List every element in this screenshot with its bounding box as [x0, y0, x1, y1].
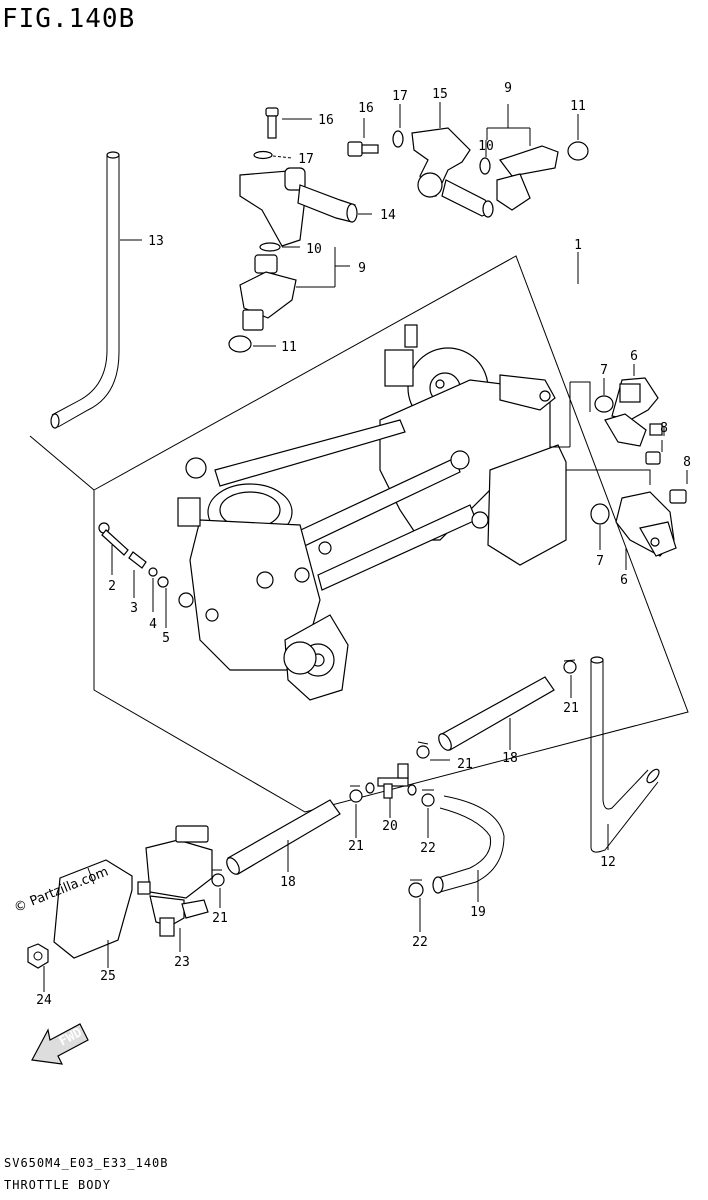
callout-15: 15 — [432, 87, 448, 102]
fuel-delivery-pipe-15[interactable] — [411, 127, 494, 218]
hose-13-leader-line — [29, 435, 95, 491]
callout-21-upper-right: 21 — [563, 701, 579, 716]
clamp-22-upper[interactable] — [421, 789, 435, 807]
callout-25: 25 — [100, 969, 116, 984]
callout-7-upper: 7 — [600, 363, 608, 378]
clamp-22-lower[interactable] — [408, 879, 424, 898]
callout-10-upper: 10 — [478, 139, 494, 154]
hose-13[interactable] — [50, 151, 120, 429]
callout-22-lower: 22 — [412, 935, 428, 950]
callout-14: 14 — [380, 208, 396, 223]
callout-1: 1 — [574, 238, 582, 253]
o-ring-10-left[interactable] — [259, 242, 281, 252]
o-ring-7-upper[interactable] — [594, 395, 614, 413]
fuel-injector-9-left[interactable] — [239, 254, 297, 331]
callout-3: 3 — [130, 601, 138, 616]
callout-22-upper: 22 — [420, 841, 436, 856]
figure-title: FIG.140B — [2, 4, 136, 34]
callout-11-upper: 11 — [570, 99, 586, 114]
callout-9-lower: 9 — [358, 261, 366, 276]
screw-8-lower[interactable] — [669, 489, 687, 504]
clamp-21-lower-center[interactable] — [349, 785, 363, 803]
hose-12[interactable] — [590, 656, 661, 853]
callout-16-right: 16 — [358, 101, 374, 116]
callout-16-left: 16 — [318, 113, 334, 128]
fwd-arrow — [31, 1023, 89, 1065]
callout-21-lower-left: 21 — [212, 911, 228, 926]
callout-8-lower: 8 — [683, 455, 691, 470]
callout-20: 20 — [382, 819, 398, 834]
screw-2[interactable] — [98, 522, 129, 556]
callout-2: 2 — [108, 579, 116, 594]
callout-17-right: 17 — [392, 89, 408, 104]
callout-10-lower: 10 — [306, 242, 322, 257]
fuel-delivery-pipe-14[interactable] — [239, 167, 358, 247]
spring-3[interactable] — [128, 551, 147, 569]
washer-4[interactable] — [148, 567, 158, 577]
clamp-21-upper-right[interactable] — [563, 659, 577, 674]
hose-18-lower[interactable] — [224, 799, 341, 876]
callout-13: 13 — [148, 234, 164, 249]
nut-24[interactable] — [27, 943, 49, 969]
callout-6-upper: 6 — [630, 349, 638, 364]
diagram-name: THROTTLE BODY — [4, 1178, 111, 1192]
clamp-21-middle[interactable] — [416, 741, 430, 759]
solenoid-valve-23[interactable] — [137, 825, 213, 937]
callout-7-lower: 7 — [596, 554, 604, 569]
diagram-code: SV650M4_E03_E33_140B — [4, 1156, 169, 1170]
screw-16-left[interactable] — [265, 107, 279, 139]
callout-4: 4 — [149, 617, 157, 632]
t-joint-20[interactable] — [365, 763, 417, 799]
screw-8-upper[interactable] — [645, 423, 663, 465]
callout-23: 23 — [174, 955, 190, 970]
fuel-injector-9-right[interactable] — [496, 145, 559, 211]
screw-16-right[interactable] — [347, 141, 379, 157]
sensor-6-upper[interactable] — [604, 377, 659, 447]
o-ring-10-right[interactable] — [479, 157, 491, 175]
callout-17-left: 17 — [298, 152, 314, 167]
hose-19[interactable] — [432, 795, 505, 894]
callout-19: 19 — [470, 905, 486, 920]
callout-11-lower: 11 — [281, 340, 297, 355]
cap-11-left[interactable] — [228, 335, 252, 353]
callout-21-lower-center: 21 — [348, 839, 364, 854]
callout-24: 24 — [36, 993, 52, 1008]
cap-11-right[interactable] — [567, 141, 589, 161]
callout-6-lower: 6 — [620, 573, 628, 588]
callout-9-upper: 9 — [504, 81, 512, 96]
callout-18-lower: 18 — [280, 875, 296, 890]
callout-21-middle: 21 — [457, 757, 473, 772]
o-ring-17-left[interactable] — [253, 150, 273, 160]
hose-18-upper[interactable] — [436, 676, 555, 752]
callout-18-upper: 18 — [502, 751, 518, 766]
throttle-body[interactable] — [177, 324, 567, 701]
o-ring-7-lower[interactable] — [590, 503, 610, 525]
clamp-21-lower-left[interactable] — [211, 869, 225, 887]
o-ring-17-right[interactable] — [392, 130, 404, 148]
callout-8-upper: 8 — [660, 421, 668, 436]
sensor-6-lower[interactable] — [615, 491, 677, 557]
assembly-outline — [93, 255, 689, 813]
o-ring-5[interactable] — [157, 576, 169, 588]
bracket-25[interactable] — [53, 859, 133, 959]
callout-12: 12 — [600, 855, 616, 870]
callout-5: 5 — [162, 631, 170, 646]
